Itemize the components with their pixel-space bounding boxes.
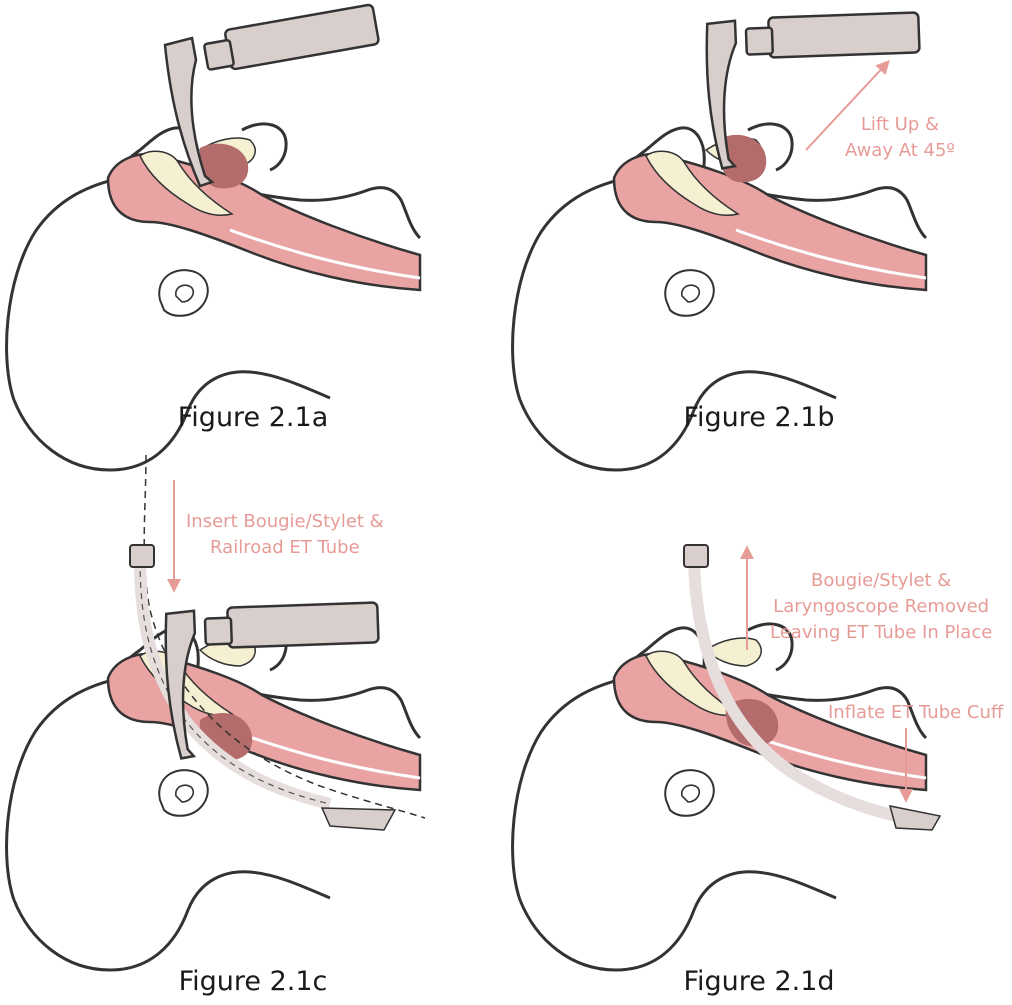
caption-2-1b: Figure 2.1b bbox=[506, 402, 1012, 433]
tube-cuff bbox=[890, 806, 940, 830]
tube-cuff bbox=[322, 808, 395, 830]
caption-2-1a: Figure 2.1a bbox=[0, 402, 506, 433]
panel-2-1b bbox=[513, 0, 926, 470]
note-line: Away At 45º bbox=[845, 138, 955, 164]
note-insert-bougie: Insert Bougie/Stylet & Railroad ET Tube bbox=[186, 509, 384, 561]
note-line: Insert Bougie/Stylet & bbox=[186, 509, 384, 535]
note-line: Leaving ET Tube In Place bbox=[770, 620, 992, 646]
tube-connector bbox=[684, 545, 708, 567]
note-lift-away: Lift Up & Away At 45º bbox=[845, 112, 955, 164]
note-line: Railroad ET Tube bbox=[186, 535, 384, 561]
note-line: Bougie/Stylet & bbox=[770, 568, 992, 594]
caption-2-1c: Figure 2.1c bbox=[0, 966, 506, 997]
note-inflate-cuff: Inflate ET Tube Cuff bbox=[828, 700, 1003, 726]
tube-connector bbox=[130, 545, 154, 567]
caption-2-1d: Figure 2.1d bbox=[506, 966, 1012, 997]
panel-2-1a bbox=[7, 4, 420, 470]
note-removed: Bougie/Stylet & Laryngoscope Removed Lea… bbox=[770, 568, 992, 646]
note-line: Laryngoscope Removed bbox=[770, 594, 992, 620]
note-line: Lift Up & bbox=[845, 112, 955, 138]
